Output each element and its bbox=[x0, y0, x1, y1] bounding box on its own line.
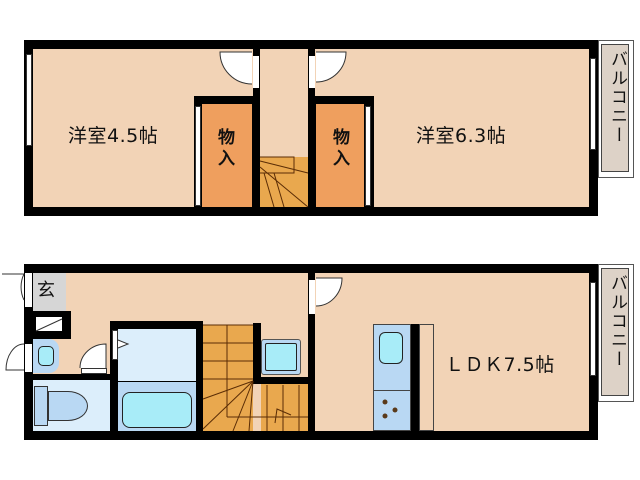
upper-stairs-lines bbox=[259, 156, 309, 208]
dressing-room-door[interactable] bbox=[112, 330, 118, 360]
room-6.3-label: 洋室6.3帖 bbox=[416, 125, 507, 147]
entrance-label: 玄 bbox=[37, 280, 55, 301]
stair-landing-wall bbox=[253, 377, 308, 384]
toilet-bowl bbox=[48, 391, 88, 421]
upper-floor: 物入 物入 洋室4.5帖 洋室6.3帖 bbox=[24, 40, 598, 216]
toilet-tank bbox=[34, 386, 48, 426]
lower-balcony-label: バルコニー bbox=[607, 274, 627, 369]
upper-stairs bbox=[260, 157, 308, 207]
closet-1 bbox=[202, 104, 252, 207]
room-4.5-label: 洋室4.5帖 bbox=[68, 125, 159, 147]
washroom-door-swing bbox=[5, 343, 25, 371]
room-4.5-door-swing bbox=[219, 51, 253, 85]
toilet-door[interactable] bbox=[81, 368, 107, 374]
stair-divider-wall bbox=[253, 323, 261, 383]
room-4.5-window[interactable] bbox=[26, 54, 32, 146]
room-6.3-window[interactable] bbox=[590, 58, 596, 150]
stove-burners-icon bbox=[382, 399, 398, 419]
washbasin bbox=[38, 346, 54, 366]
lower-floor: 玄 bbox=[2, 264, 598, 440]
closet-2-door[interactable] bbox=[365, 106, 371, 206]
stove-divider bbox=[373, 390, 411, 391]
kitchen-shelf bbox=[419, 324, 434, 431]
upper-balcony-label: バルコニー bbox=[607, 50, 627, 145]
washing-machine-pan bbox=[265, 343, 297, 371]
room-4.5-door-gap[interactable] bbox=[253, 56, 259, 88]
shoe-cabinet-line bbox=[35, 318, 63, 332]
ldk-room bbox=[315, 273, 589, 431]
entrance bbox=[33, 273, 66, 311]
lower-balcony-area bbox=[601, 268, 629, 396]
room-6.3-door-swing bbox=[315, 51, 347, 83]
room-6.3-door-gap[interactable] bbox=[309, 56, 315, 88]
closet-2-label: 物入 bbox=[329, 128, 349, 170]
ldk-label: ＬＤＫ7.5帖 bbox=[445, 354, 555, 376]
closet-1-label: 物入 bbox=[214, 128, 234, 170]
dressing-room bbox=[118, 329, 196, 381]
upper-balcony-area bbox=[601, 44, 629, 172]
toilet-wall bbox=[33, 374, 118, 380]
ldk-window[interactable] bbox=[590, 282, 596, 376]
closet-1-door[interactable] bbox=[195, 106, 201, 206]
ldk-door-gap[interactable] bbox=[309, 280, 315, 314]
lower-stairs-right bbox=[261, 383, 308, 431]
entrance-door-gap[interactable] bbox=[25, 273, 32, 307]
washroom-side-door[interactable] bbox=[25, 344, 32, 372]
bathtub bbox=[122, 392, 192, 428]
ldk-door-swing bbox=[315, 277, 343, 307]
lower-stairs-lines bbox=[202, 324, 308, 432]
kitchen-sink bbox=[379, 332, 403, 364]
toilet-door-swing bbox=[79, 343, 107, 369]
dressing-door-hinge bbox=[117, 339, 130, 349]
kitchen-partition bbox=[411, 324, 419, 431]
entrance-door-swing bbox=[2, 273, 25, 301]
closet-2 bbox=[316, 104, 364, 207]
